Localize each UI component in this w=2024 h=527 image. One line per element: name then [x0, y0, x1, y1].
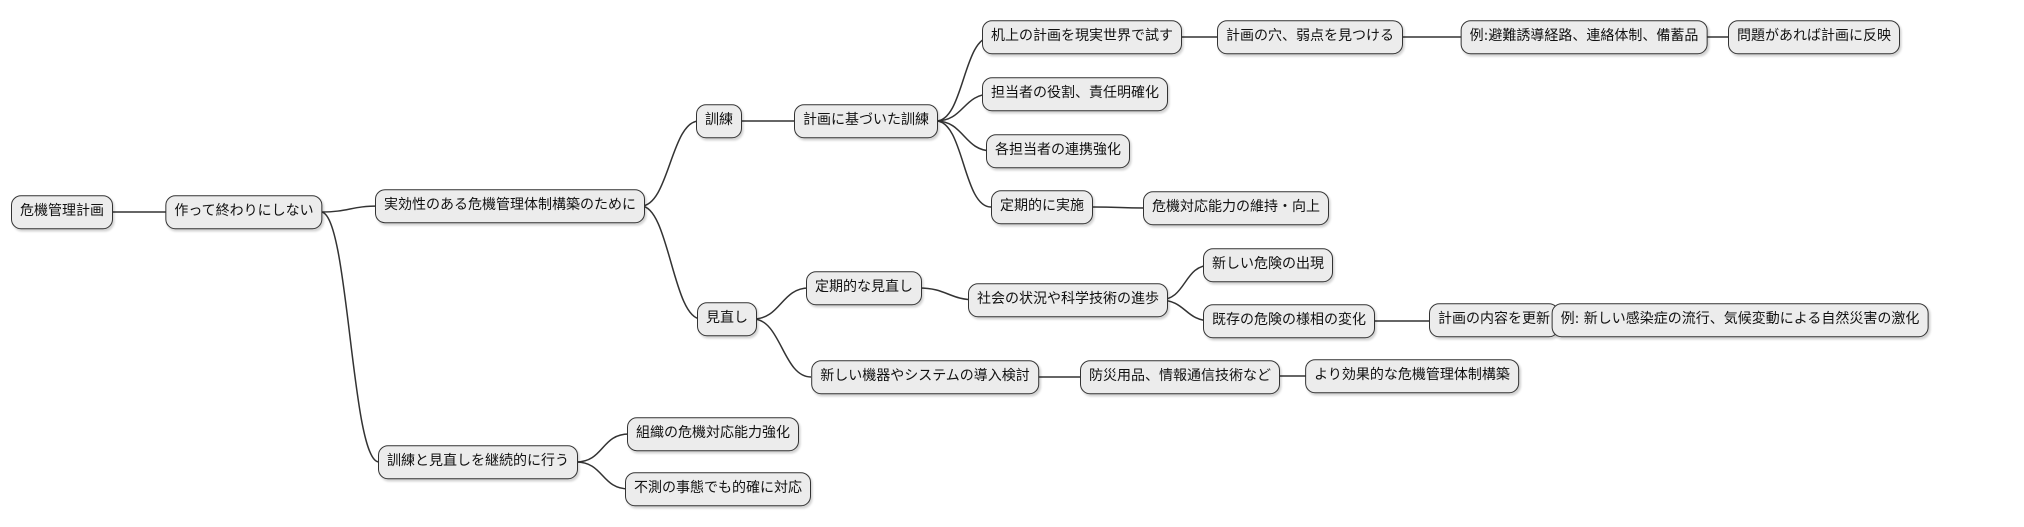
node-new-equipment-systems: 新しい機器やシステムの導入検討 — [811, 360, 1039, 394]
edge-n11-n12 — [1092, 206, 1148, 209]
node-continuous-training-review: 訓練と見直しを継続的に行う — [378, 445, 578, 479]
node-strengthen-coordination: 各担当者の連携強化 — [986, 134, 1130, 168]
edge-n2-n3 — [640, 120, 700, 207]
node-existing-hazard-changes: 既存の危険の様相の変化 — [1203, 304, 1375, 338]
node-reflect-problems-in-plan: 問題があれば計画に反映 — [1728, 20, 1900, 54]
node-not-done-after-creation: 作って終わりにしない — [165, 195, 323, 229]
edge-n2-n13 — [640, 205, 702, 320]
node-periodic-implementation: 定期的に実施 — [991, 190, 1093, 224]
edge-n4-n10 — [935, 120, 993, 152]
node-org-capability-strengthening: 組織の危機対応能力強化 — [627, 417, 799, 451]
node-crisis-management-plan: 危機管理計画 — [11, 195, 113, 229]
node-review: 見直し — [697, 302, 757, 336]
edge-n13-n20 — [752, 318, 812, 378]
node-training: 訓練 — [696, 104, 742, 138]
node-clarify-roles-responsibility: 担当者の役割、責任明確化 — [982, 77, 1168, 111]
node-respond-accurately-unexpected: 不測の事態でも的確に対応 — [625, 472, 811, 506]
edge-n1-n23 — [320, 211, 380, 463]
node-example-new-infections: 例: 新しい感染症の流行、気候変動による自然災害の激化 — [1551, 303, 1929, 337]
node-disaster-goods-ict: 防災用品、情報通信技術など — [1080, 360, 1280, 394]
node-maintain-improve-capability: 危機対応能力の維持・向上 — [1143, 191, 1329, 225]
node-periodic-review: 定期的な見直し — [806, 271, 922, 305]
node-find-plan-holes-weaknesses: 計画の穴、弱点を見つける — [1217, 20, 1403, 54]
node-update-plan-contents: 計画の内容を更新 — [1429, 303, 1559, 337]
edge-n23-n25 — [575, 461, 630, 490]
node-test-plan-in-real-world: 机上の計画を現実世界で試す — [982, 20, 1182, 54]
node-new-hazards-emergence: 新しい危険の出現 — [1203, 248, 1333, 282]
edge-n13-n14 — [752, 287, 810, 320]
edge-n23-n24 — [575, 433, 630, 463]
node-effective-crisis-framework: 実効性のある危機管理体制構築のために — [375, 189, 645, 223]
edge-n1-n2 — [320, 205, 380, 213]
node-social-tech-progress: 社会の状況や科学技術の進歩 — [968, 283, 1168, 317]
node-plan-based-training: 計画に基づいた訓練 — [794, 104, 938, 138]
node-more-effective-framework: より効果的な危機管理体制構築 — [1305, 359, 1519, 393]
edge-n4-n11 — [935, 120, 992, 208]
node-example-evacuation-routes: 例:避難誘導経路、連絡体制、備蓄品 — [1460, 20, 1708, 54]
